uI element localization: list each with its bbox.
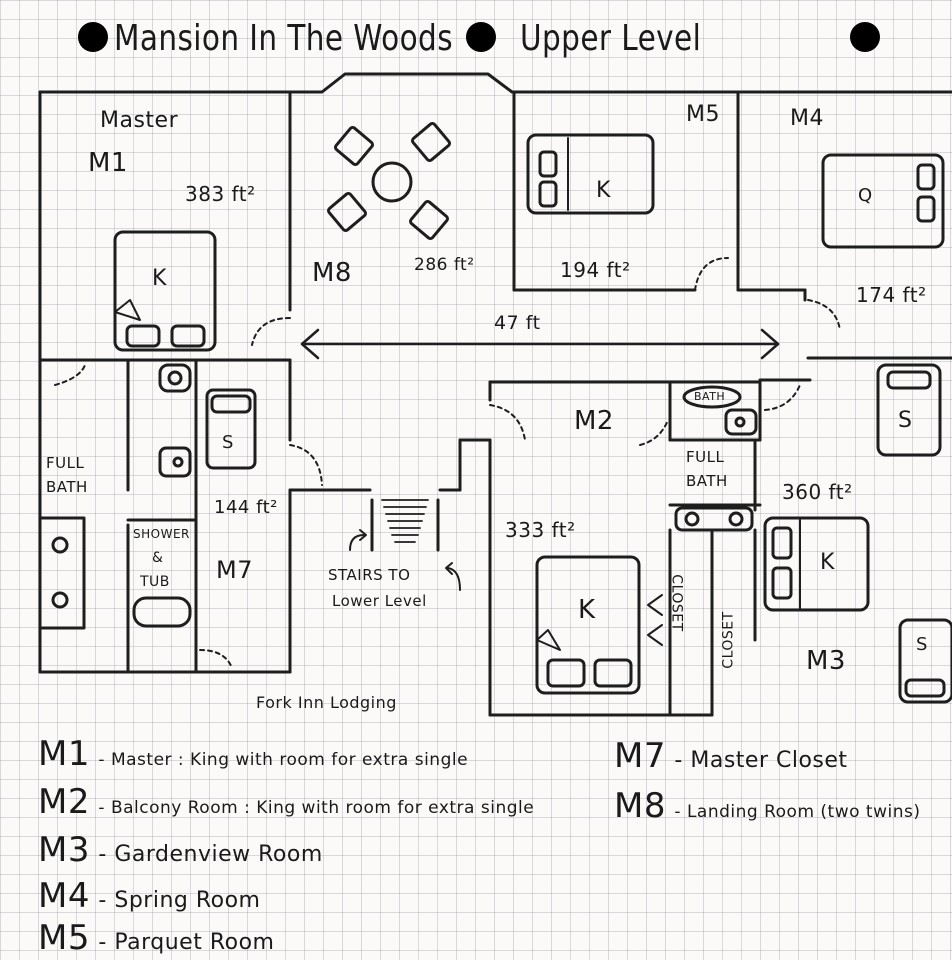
room-m3-area: 360 ft² (782, 480, 853, 504)
legend-m4-text: - Spring Room (98, 888, 261, 913)
room-m5-area: 194 ft² (560, 258, 631, 282)
closet-chevron-1 (647, 594, 663, 616)
door-m2 (489, 404, 526, 441)
stairs-arrow-right (445, 562, 461, 591)
closet-chevron-2 (647, 624, 663, 646)
room-m7-code: M7 (216, 556, 253, 584)
single-bed-right-bottom-label: S (916, 634, 928, 655)
room-m5-bed: K (596, 178, 611, 203)
legend-m7-code: M7 (614, 736, 666, 776)
bed-m2 (535, 555, 641, 695)
full-bath-left-label-1: FULL (46, 454, 85, 472)
shower-label-1: SHOWER (133, 527, 190, 541)
room-m5-code: M5 (686, 102, 720, 127)
hall-length-label: 47 ft (494, 312, 541, 334)
small-bath-fixtures (674, 385, 758, 532)
door-bath1 (54, 364, 86, 386)
shower-label-3: TUB (140, 574, 170, 590)
legend-m2: M2 - Balcony Room : King with room for e… (38, 782, 534, 822)
single-bed-m7-label: S (222, 432, 234, 453)
legend-m7: M7 - Master Closet (614, 736, 848, 776)
closet-label-1: CLOSET (668, 574, 685, 632)
door-shower (199, 649, 233, 669)
legend-m7-text: - Master Closet (674, 748, 848, 773)
stairs-arrow-left (349, 529, 367, 551)
legend-m1-text: - Master : King with room for extra sing… (98, 750, 469, 770)
full-bath-right-label-1: FULL (686, 448, 725, 466)
legend-m8: M8 - Landing Room (two twins) (614, 786, 920, 826)
page-title: Mansion In The Woods (114, 18, 453, 59)
legend-m1-code: M1 (38, 734, 90, 774)
page-subtitle: Upper Level (520, 18, 702, 59)
door-m7 (289, 444, 323, 486)
room-m2-area: 333 ft² (505, 518, 576, 542)
legend-m5-text: - Parquet Room (98, 930, 275, 955)
hall-arrow-left (300, 328, 320, 360)
legend-m2-code: M2 (38, 782, 90, 822)
legend-m8-code: M8 (614, 786, 666, 826)
single-bed-right-bottom (898, 618, 952, 704)
legend-m5: M5 - Parquet Room (38, 918, 274, 958)
top-wall (38, 72, 952, 94)
single-bed-right-top-label: S (898, 408, 913, 433)
room-m3-bed: K (820, 550, 835, 575)
binder-hole-middle (466, 22, 496, 52)
full-bath-right-label-2: BATH (686, 472, 728, 490)
room-m1-area: 383 ft² (185, 182, 256, 206)
door-m3 (764, 384, 801, 411)
footer-label: Fork Inn Lodging (256, 693, 397, 712)
door-fullbath-r (639, 419, 669, 446)
door-m1 (251, 317, 291, 346)
bed-m5 (526, 133, 655, 215)
shower-label-2: & (152, 550, 164, 566)
bath-small-label: BATH (694, 390, 726, 403)
closet-label-2: CLOSET (720, 611, 737, 669)
room-m8-code: M8 (312, 258, 352, 288)
hall-arrow-right (760, 328, 780, 360)
legend-m5-code: M5 (38, 918, 90, 958)
bed-m1 (113, 230, 217, 352)
binder-hole-right (850, 22, 880, 52)
single-bed-right-top (876, 363, 942, 457)
room-m1-code: M1 (88, 148, 128, 178)
legend-m2-text: - Balcony Room : King with room for extr… (98, 798, 535, 818)
room-m2-bed: K (578, 595, 596, 625)
room-m8-area: 286 ft² (414, 255, 475, 275)
room-m1-bed: K (152, 266, 167, 291)
binder-hole-left (78, 22, 108, 52)
bed-m4 (821, 153, 945, 249)
room-m4-area: 174 ft² (856, 283, 927, 307)
stair-treads (381, 499, 429, 543)
landing-furniture (327, 122, 451, 240)
bed-m3 (763, 516, 870, 612)
stairs-label-2: Lower Level (332, 592, 427, 610)
left-bath-fixtures (38, 363, 257, 630)
room-m4-bed: Q (858, 185, 873, 206)
full-bath-left-label-2: BATH (46, 478, 88, 496)
legend-m4-code: M4 (38, 876, 90, 916)
stairs-label-1: STAIRS TO (328, 566, 411, 584)
room-m4-code: M4 (790, 106, 824, 131)
room-m7-area: 144 ft² (214, 497, 278, 518)
legend-m1: M1 - Master : King with room for extra s… (38, 734, 468, 774)
legend-m3-text: - Gardenview Room (98, 842, 323, 867)
door-m5 (694, 257, 729, 291)
legend-m4: M4 - Spring Room (38, 876, 261, 916)
door-m4 (807, 299, 841, 331)
room-m1-name: Master (100, 108, 179, 133)
room-m2-code: M2 (574, 406, 614, 436)
room-m3-code: M3 (806, 646, 846, 676)
legend-m3-code: M3 (38, 830, 90, 870)
legend-m3: M3 - Gardenview Room (38, 830, 323, 870)
legend-m8-text: - Landing Room (two twins) (674, 802, 921, 822)
